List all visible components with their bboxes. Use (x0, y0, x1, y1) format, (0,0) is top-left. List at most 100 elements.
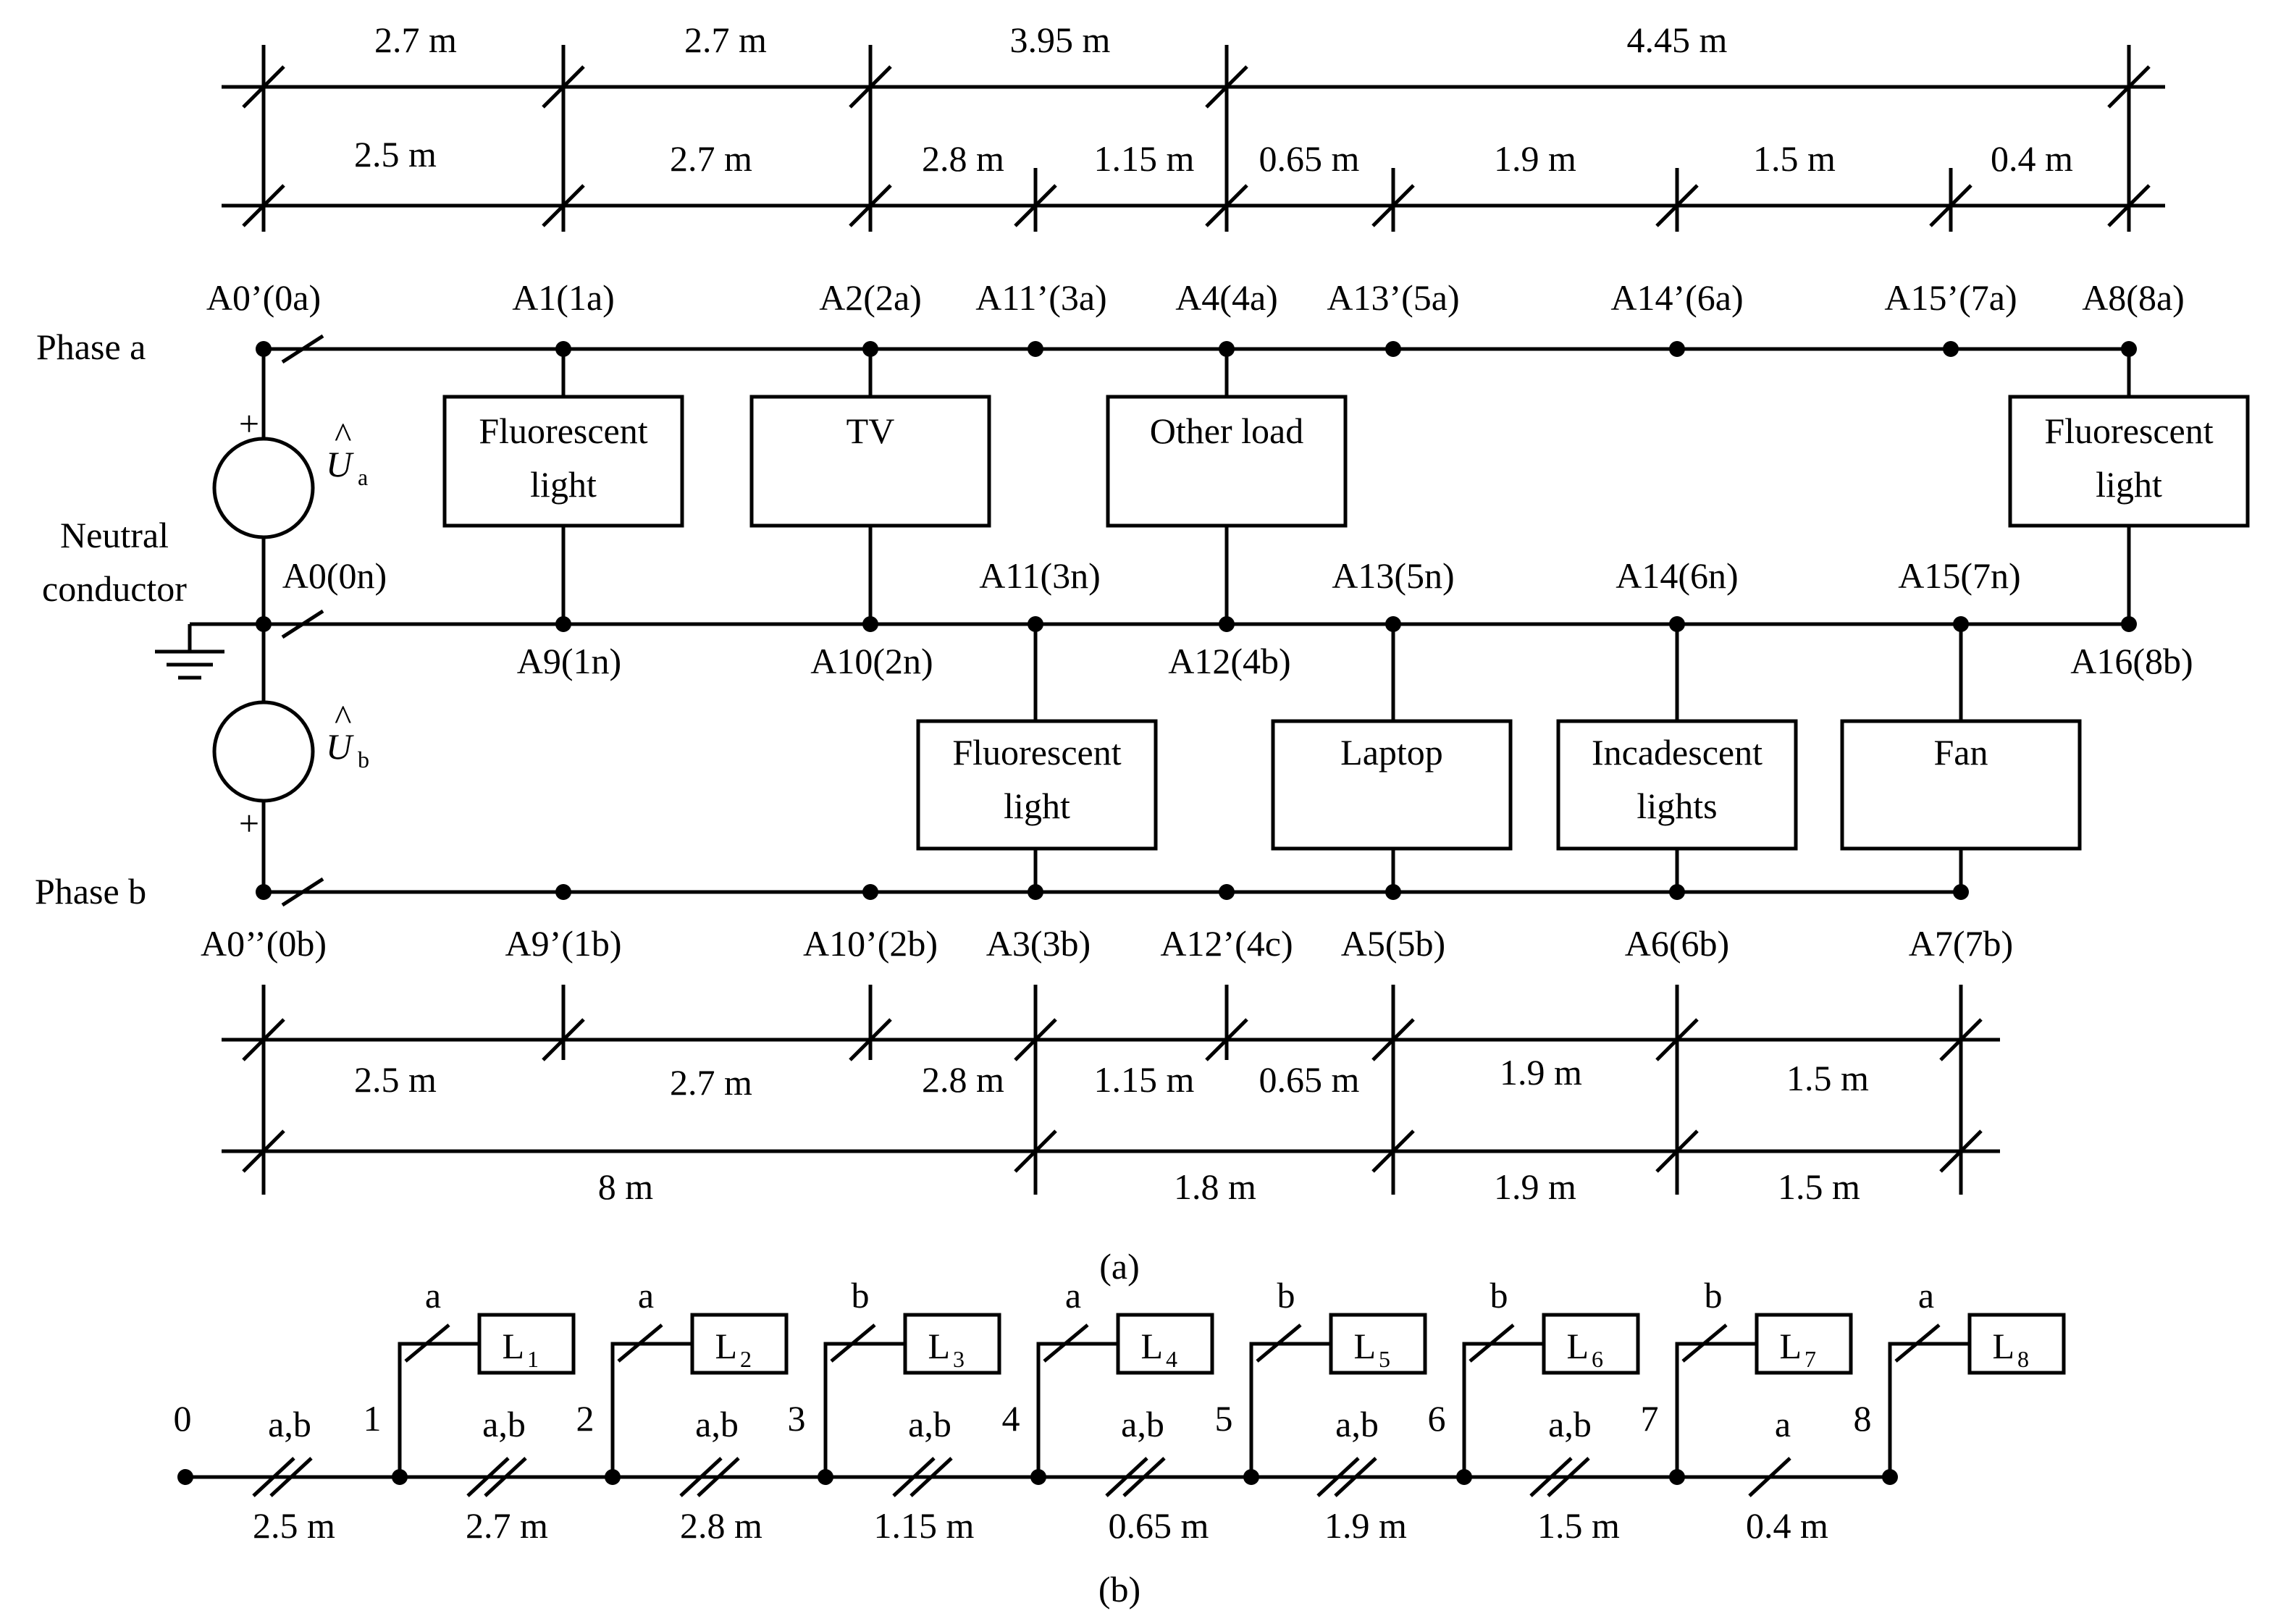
segment-length-label: 1.5 m (1537, 1505, 1620, 1546)
branch-phase-label: b (1277, 1275, 1295, 1316)
segment-length-label: 1.9 m (1324, 1505, 1407, 1546)
node-dot (862, 884, 878, 900)
dim-bottom-2-label: 8 m (598, 1166, 654, 1207)
ground-icon (155, 624, 224, 680)
node-dot (1953, 884, 1969, 900)
node-dot (256, 884, 272, 900)
panel-b: a,b a,b a,b a,b a,b a,b a,b a 2.5 m 2.7 … (174, 1275, 2066, 1610)
load-label: light (2096, 464, 2162, 505)
phase-a-node-labels: A0’(0a) A1(1a) A2(2a) A11’(3a) A4(4a) A1… (206, 277, 2185, 318)
feeder-node-labels: 0 1 2 3 4 5 6 7 8 (174, 1398, 1872, 1439)
node-label: A14’(6a) (1610, 277, 1743, 318)
load-label: Other load (1150, 411, 1303, 451)
load-subscript: 3 (953, 1346, 965, 1372)
source-a-subscript: a (358, 464, 368, 490)
voltage-source-a: + U ^ a (212, 403, 368, 539)
node-number: 4 (1002, 1398, 1020, 1439)
load-box (916, 719, 1158, 851)
segment-length-label: 2.7 m (466, 1505, 548, 1546)
bottom-dimension-lines: 2.5 m 2.7 m 2.8 m 1.15 m 0.65 m 1.9 m 1.… (222, 985, 2000, 1207)
node-dot (1943, 341, 1959, 357)
phase-b-nodes (256, 884, 1969, 900)
branch-phase-label: a (638, 1275, 654, 1316)
segment-double-tick (252, 1457, 1590, 1497)
node-label: A8(8a) (2082, 277, 2185, 318)
load-label: lights (1637, 786, 1717, 826)
dim-top-2-label: 2.7 m (670, 138, 752, 179)
node-dot (1028, 341, 1043, 357)
node-label: A2(2a) (819, 277, 922, 318)
node-label: A0’’(0b) (201, 923, 327, 964)
segment-length-label: 1.15 m (874, 1505, 975, 1546)
segment-phase-label: a,b (908, 1404, 951, 1444)
load-box (749, 395, 991, 528)
phase-b-label: Phase b (35, 871, 146, 912)
node-label: A14(6n) (1616, 555, 1738, 596)
dim-top-2-label: 1.5 m (1753, 138, 1836, 179)
node-dot (177, 1469, 193, 1485)
source-b-subscript: b (358, 746, 369, 773)
dim-top-1-label: 3.95 m (1010, 20, 1111, 60)
node-dot (256, 616, 272, 632)
panel-a-caption: (a) (1099, 1246, 1140, 1287)
phase-b-single-tick (281, 877, 324, 907)
node-number: 5 (1215, 1398, 1233, 1439)
segment-phase-label: a,b (482, 1404, 526, 1444)
neutral-single-tick (281, 609, 324, 639)
node-label: A13’(5a) (1327, 277, 1459, 318)
node-label: A3(3b) (986, 923, 1091, 964)
node-label: A0(0n) (282, 555, 387, 596)
load-label: light (530, 464, 597, 505)
segment-single-tick (1748, 1457, 1791, 1497)
phase-b-loads: Fluorescent light Laptop Incadescent lig… (916, 624, 2082, 892)
load-name: L (1140, 1326, 1163, 1366)
load-subscript: 8 (2017, 1346, 2029, 1372)
branch-phase-label: b (1705, 1275, 1723, 1316)
load-name: L (1779, 1326, 1802, 1366)
load-label: Fluorescent (479, 411, 647, 451)
node-label: A6(6b) (1625, 923, 1729, 964)
source-a-circle (212, 437, 315, 539)
node-dot (1669, 884, 1685, 900)
dim-tick (242, 184, 2151, 227)
load-name: L (1992, 1326, 2014, 1366)
load-box (1967, 1313, 2066, 1375)
node-label: A4(4a) (1175, 277, 1278, 318)
load-boxes: L 1 L 2 L 3 L 4 L 5 L 6 L 7 L 8 (477, 1313, 2066, 1375)
load-subscript: 5 (1379, 1346, 1390, 1372)
load-subscript: 7 (1804, 1346, 1816, 1372)
phase-a-single-tick (281, 334, 324, 364)
node-dot (555, 884, 571, 900)
load-box (477, 1313, 576, 1375)
load-name: L (928, 1326, 950, 1366)
node-label: A16(8b) (2070, 641, 2193, 681)
node-label: A5(5b) (1341, 923, 1445, 964)
branch-phase-label: a (425, 1275, 441, 1316)
source-a-plus: + (239, 403, 259, 444)
panel-b-caption: (b) (1098, 1569, 1140, 1610)
load-name: L (1566, 1326, 1589, 1366)
source-b-hat: ^ (335, 697, 351, 738)
node-label: A9(1n) (517, 641, 621, 681)
node-number: 3 (788, 1398, 806, 1439)
load-label: Fan (1934, 732, 1988, 773)
node-label: A15’(7a) (1884, 277, 2017, 318)
neutral-label-line-2: conductor (42, 568, 187, 609)
dim-top-2-label: 2.8 m (922, 138, 1004, 179)
dim-top-2-label: 1.15 m (1094, 138, 1195, 179)
dim-bottom-1-label: 2.8 m (922, 1059, 1004, 1100)
dim-top-1-label: 2.7 m (374, 20, 457, 60)
node-label: A13(5n) (1332, 555, 1454, 596)
dim-bottom-1-label: 1.9 m (1500, 1052, 1582, 1093)
node-dot (1385, 884, 1401, 900)
load-branches (398, 1324, 1970, 1477)
dim-bottom-1-label: 1.15 m (1094, 1059, 1195, 1100)
load-subscript: 2 (740, 1346, 752, 1372)
node-label: A11’(3a) (975, 277, 1106, 318)
node-dot (1028, 884, 1043, 900)
source-a-hat: ^ (335, 415, 351, 455)
source-b-symbol: U (326, 726, 354, 767)
branch-phase-label: a (1918, 1275, 1934, 1316)
segment-phase-label: a (1775, 1404, 1791, 1444)
branch-phase-labels: a a b a b b b a (425, 1275, 1934, 1316)
